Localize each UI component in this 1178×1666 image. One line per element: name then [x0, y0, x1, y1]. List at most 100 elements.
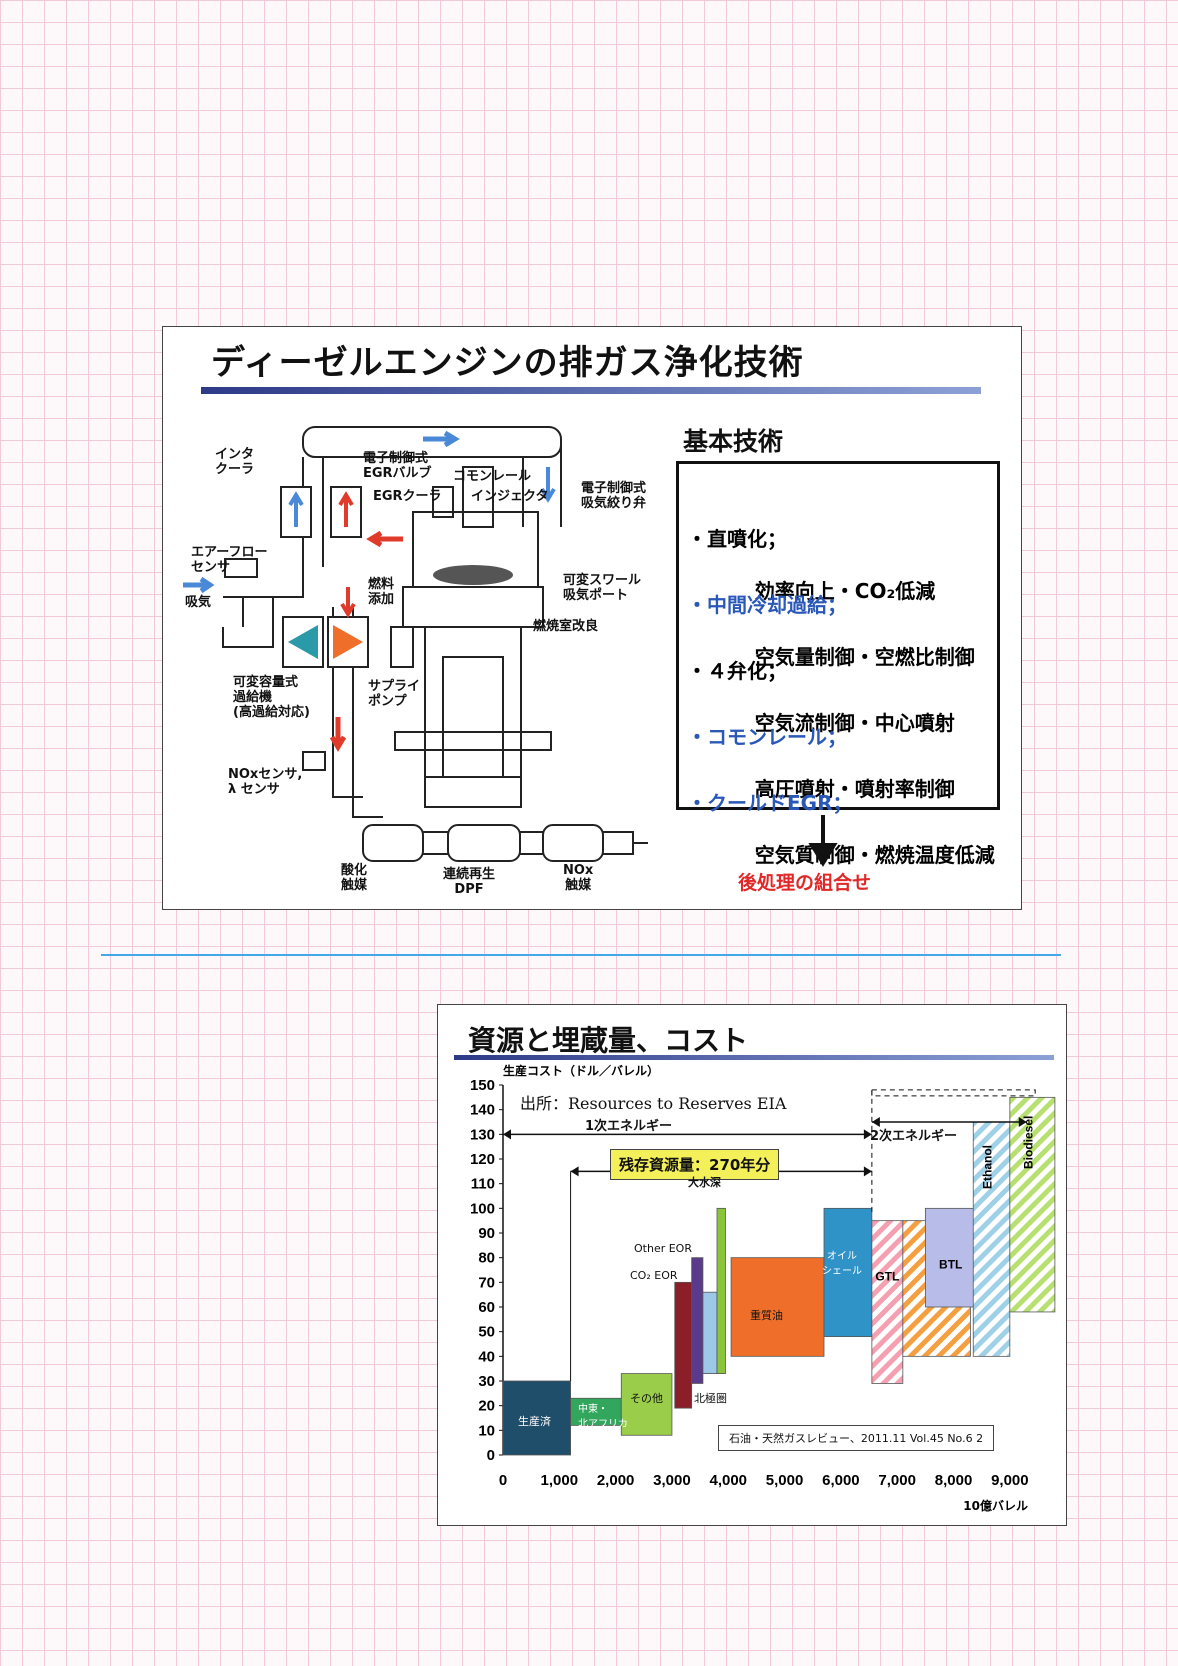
remaining-resources: 残存資源量：270年分 [610, 1149, 780, 1180]
y-tick-label: 100 [470, 1200, 495, 1217]
x-tick-label: 0 [499, 1472, 507, 1489]
label-swirl-port: 可変スワール 吸気ポート [563, 573, 642, 603]
x-tick-label: 8,000 [935, 1472, 973, 1489]
label-intake-throttle: 電子制御式 吸気絞り弁 [581, 481, 647, 511]
tech-item-head: ・直噴化； [687, 527, 787, 551]
tech-item-head: ・クールドEGR； [687, 791, 853, 815]
bar [1009, 1096, 1056, 1313]
y-tick-label: 60 [478, 1299, 495, 1316]
bar-label-mideast: 中東・ 北アフリカ [578, 1404, 628, 1430]
bar-data-label: Biodiesel [1021, 1116, 1035, 1169]
label-turbo: 可変容量式 過給機 (高過給対応) [233, 675, 310, 720]
primary-range-arrow-head [863, 1129, 872, 1140]
y-tick-label: 140 [470, 1102, 495, 1119]
tech-item: ・４弁化； 空気流制御・中心噴射 [687, 606, 955, 762]
x-tick-label: 3,000 [653, 1472, 691, 1489]
tech-item-head: ・４弁化； [687, 659, 787, 683]
x-tick-label: 9,000 [991, 1472, 1029, 1489]
bar [871, 1220, 904, 1384]
down-arrow-icon [808, 815, 838, 867]
basic-tech-box: ・直噴化； 効率向上・CO₂低減 ・中間冷却過給； 空気量制御・空燃比制御 ・４… [676, 461, 1000, 867]
label-egr-valve: 電子制御式 EGRバルブ [363, 451, 432, 481]
bar [730, 1257, 825, 1357]
x-tick-label: 2,000 [597, 1472, 635, 1489]
y-tick-label: 40 [478, 1348, 495, 1365]
label-intake: 吸気 [185, 595, 212, 610]
bar-data-label: GTL [875, 1270, 899, 1284]
y-tick-label: 50 [478, 1324, 495, 1341]
bar [620, 1373, 673, 1436]
label-nox-cat: NOx 触媒 [563, 863, 594, 893]
y-tick-label: 90 [478, 1225, 495, 1242]
remaining-range-arrow-head [863, 1166, 872, 1177]
bar [570, 1397, 622, 1426]
slide1-title: ディーゼルエンジンの排ガス浄化技術 [211, 343, 804, 383]
label-common-rail: コモンレール [453, 469, 532, 484]
citation: 石油・天然ガスレビュー、2011.11 Vol.45 No.6 2 [718, 1425, 995, 1451]
tech-item: ・直噴化； 効率向上・CO₂低減 [687, 474, 935, 630]
x-tick-label: 4,000 [709, 1472, 747, 1489]
bar-label-oil-shale: オイル シェール [822, 1251, 862, 1277]
label-injector: インジェクタ [471, 489, 549, 504]
secondary-range-arrow-head [871, 1117, 880, 1127]
x-tick-label: 5,000 [766, 1472, 804, 1489]
y-tick-label: 80 [478, 1250, 495, 1267]
tech-item-detail: 効率向上・CO₂低減 [754, 579, 936, 603]
primary-energy-label: 1次エネルギー [585, 1119, 673, 1134]
bar [691, 1257, 704, 1384]
label-dpf: 連続再生 DPF [443, 867, 496, 897]
bar [702, 1291, 718, 1375]
bar [674, 1281, 693, 1409]
label-egr-cooler: EGRクーラ [373, 489, 442, 504]
tech-item-detail: 空気流制御・中心噴射 [754, 711, 955, 735]
bar [823, 1207, 873, 1337]
label-oxidation-cat: 酸化 触媒 [341, 863, 368, 893]
engine-diagram [183, 426, 648, 862]
y-tick-label: 0 [487, 1447, 495, 1464]
tech-item: ・中間冷却過給； 空気量制御・空燃比制御 [687, 540, 975, 696]
y-tick-label: 110 [471, 1176, 495, 1193]
bar-data-label: BTL [939, 1257, 962, 1271]
slide2-title: 資源と埋蔵量、コスト [468, 1024, 749, 1057]
source-note: 出所：Resources to Reserves EIA [520, 1094, 787, 1113]
y-tick-label: 130 [470, 1126, 495, 1143]
tech-item: ・コモンレール； 高圧噴射・噴射率制御 [687, 672, 955, 828]
x-tick-label: 6,000 [822, 1472, 860, 1489]
bar-label-other-eor: Other EOR [634, 1242, 692, 1255]
y-tick-label: 150 [470, 1077, 495, 1094]
diesel-slide: ディーゼルエンジンの排ガス浄化技術 [162, 326, 1022, 910]
tech-item: ・クールドEGR； 空気質制御・燃焼温度低減 [687, 738, 995, 894]
label-intercooler: インタ クーラ [215, 447, 255, 477]
bar [972, 1121, 1011, 1357]
label-combustion: 燃焼室改良 [533, 619, 599, 634]
secondary-energy-label: 2次エネルギー [870, 1129, 958, 1144]
remaining-range-arrow-head [570, 1166, 579, 1177]
tech-item-detail: 空気質制御・燃焼温度低減 [754, 843, 995, 867]
tech-item-detail: 高圧噴射・噴射率制御 [754, 777, 955, 801]
label-supply-pump: サプライ ポンプ [368, 679, 421, 709]
label-fuel-addition: 燃料 添加 [368, 577, 395, 607]
y-tick-label: 10 [478, 1422, 495, 1439]
label-nox-sensor: NOxセンサ, λ センサ [228, 767, 303, 797]
tech-item-head: ・コモンレール； [687, 725, 847, 749]
bar [716, 1207, 726, 1374]
x-axis-label: 10億バレル [963, 1498, 1028, 1513]
x-tick-label: 1,000 [541, 1472, 579, 1489]
bar-label-produced: 生産済 [518, 1415, 551, 1428]
bar-label-co2-eor: CO₂ EOR [630, 1269, 678, 1282]
x-tick-label: 7,000 [878, 1472, 916, 1489]
y-tick-label: 20 [478, 1398, 495, 1415]
bar [924, 1207, 977, 1308]
y-axis-label: 生産コスト（ドル／バレル） [503, 1063, 659, 1078]
title-underline [201, 387, 981, 394]
secondary-range-arrow-head [1018, 1117, 1027, 1127]
section-divider [101, 954, 1061, 956]
title-underline [454, 1055, 1054, 1060]
after-treatment: 後処理の組合せ [738, 872, 872, 894]
tech-item-detail: 空気量制御・空燃比制御 [754, 645, 975, 669]
y-tick-label: 120 [470, 1151, 495, 1168]
secondary-bracket [871, 1089, 1036, 1097]
bar-label-deepwater: 大水深 [688, 1176, 721, 1189]
